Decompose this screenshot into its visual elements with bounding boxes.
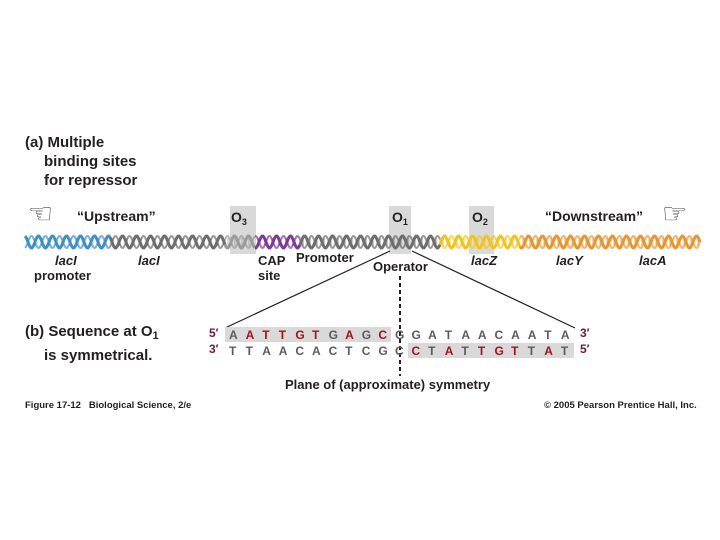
sequence-base: G — [295, 328, 305, 342]
sequence-base: T — [560, 344, 569, 358]
seq-top-3prime: 3′ — [580, 326, 590, 340]
sequence-base: A — [229, 328, 238, 342]
sequence-base: T — [262, 328, 270, 342]
operator-o1-label: O1 — [392, 209, 408, 227]
upstream-label: “Upstream” — [77, 208, 156, 224]
sequence-base: T — [428, 344, 436, 358]
laca-gene-label: lacA — [639, 253, 667, 268]
sequence-base: T — [511, 344, 519, 358]
sequence-base: T — [544, 328, 552, 342]
helix-strand — [23, 234, 112, 250]
sequence-base: A — [345, 328, 354, 342]
sequence-base: A — [278, 344, 288, 358]
sequence-base: A — [477, 328, 487, 342]
helix-strand — [298, 234, 442, 250]
sequence-base: T — [527, 344, 536, 358]
helix-strand — [438, 234, 522, 250]
sequence-base: C — [378, 328, 388, 342]
sequence-base: A — [461, 328, 470, 342]
downstream-label: “Downstream” — [545, 208, 644, 224]
sequence-base: G — [494, 344, 504, 358]
sequence-base: G — [411, 328, 421, 342]
helix-strand — [439, 235, 521, 249]
sequence-base: C — [361, 344, 371, 358]
sequence-base: A — [245, 328, 255, 342]
laci-gene-label: lacI — [138, 253, 160, 268]
copyright: © 2005 Pearson Prentice Hall, Inc. — [544, 400, 697, 411]
sequence-base: T — [461, 344, 469, 358]
helix-strand — [24, 235, 111, 249]
seq-bottom-5prime: 5′ — [580, 342, 590, 356]
helix-strand — [519, 235, 701, 249]
dna-helix — [23, 234, 702, 250]
zoom-line-left — [224, 250, 391, 329]
zoom-lines — [224, 250, 576, 376]
sequence-base: T — [477, 344, 486, 358]
sequence-base: T — [345, 344, 353, 358]
laci-promoter-label: promoter — [34, 268, 92, 283]
sequence-base: G — [328, 328, 338, 342]
sequence-base: A — [511, 328, 520, 342]
sequence-base: T — [245, 344, 253, 358]
sequence-base: G — [394, 328, 405, 342]
symmetry-label: Plane of (approximate) symmetry — [285, 377, 491, 392]
sequence-base: C — [295, 344, 305, 358]
operator-o2-label: O2 — [472, 209, 488, 227]
sequence-highlight-right — [408, 343, 574, 358]
helix-strand — [224, 235, 256, 249]
sequence-base: C — [494, 328, 504, 342]
sequence-base: A — [444, 344, 454, 358]
figure-caption: Figure 17-12 Biological Science, 2/e — [25, 400, 192, 411]
part-b-heading: (b) Sequence at O1 is symmetrical. — [25, 323, 159, 364]
pointing-hand-left-icon: ☜ — [28, 198, 54, 229]
sequence-highlight-left — [225, 327, 391, 342]
helix-strand — [109, 235, 226, 249]
seq-bottom-3prime: 3′ — [209, 342, 219, 356]
helix-strand — [518, 234, 702, 250]
sequence-base: A — [262, 344, 271, 358]
promoter-label: Promoter — [296, 250, 354, 265]
sequence-base: T — [278, 328, 287, 342]
sequence-base: T — [229, 344, 237, 358]
sequence-base: A — [560, 328, 570, 342]
laci-promoter-gene-label: lacI — [55, 253, 77, 268]
sequence-base: C — [394, 344, 404, 358]
cap-site-label: CAP site — [258, 253, 286, 283]
operator-o3-label: O3 — [231, 209, 247, 227]
lacy-gene-label: lacY — [556, 253, 583, 268]
seq-top-5prime: 5′ — [209, 326, 219, 340]
sequence-base: G — [378, 344, 388, 358]
zoom-line-right — [411, 250, 576, 329]
sequence-base: A — [527, 328, 537, 342]
part-a-heading: (a) Multiple binding sites for repressor — [25, 134, 138, 189]
helix-strand — [223, 234, 257, 250]
sequence-base: C — [411, 344, 421, 358]
operator-label: Operator — [373, 259, 428, 274]
sequence-base: T — [444, 328, 453, 342]
sequence-base: A — [544, 344, 553, 358]
lacz-gene-label: lacZ — [471, 253, 498, 268]
sequence-base: G — [361, 328, 372, 342]
helix-strand — [299, 235, 441, 249]
sequence-base: A — [428, 328, 437, 342]
pointing-hand-right-icon: ☞ — [662, 198, 688, 229]
sequence-base: T — [311, 328, 320, 342]
sequence-base: C — [328, 344, 338, 358]
sequence-base: A — [311, 344, 321, 358]
